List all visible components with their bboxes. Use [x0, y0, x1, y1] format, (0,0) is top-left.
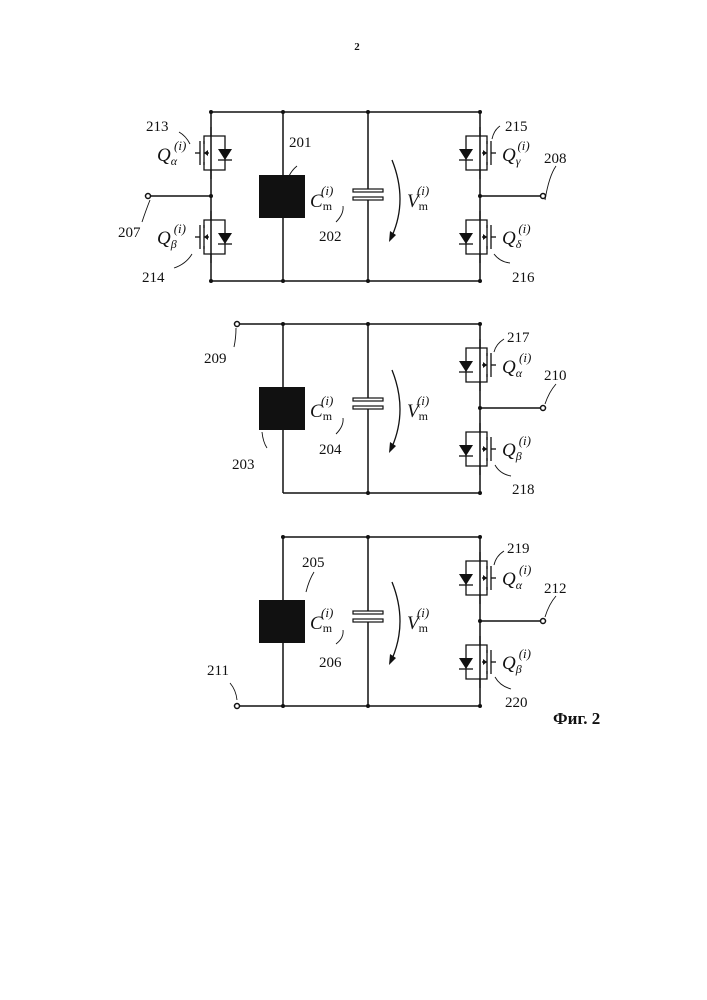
voltage-arrow	[392, 582, 400, 659]
label-q-beta: Qβ(i)	[502, 646, 531, 676]
label-v-m: Vm(i)	[407, 605, 429, 635]
ref-201: 201	[289, 135, 312, 151]
label-c-m: Cm(i)	[310, 393, 333, 423]
terminal-208	[541, 194, 546, 199]
ref-209: 209	[204, 351, 227, 367]
terminal-210	[541, 406, 546, 411]
ref-202: 202	[319, 229, 342, 245]
switch-220	[459, 636, 496, 688]
ref-214: 214	[142, 270, 165, 286]
label-q-alpha: Qα(i)	[502, 350, 531, 380]
label-q-alpha: Qα(i)	[502, 562, 531, 592]
capacitor-202	[353, 189, 383, 192]
voltage-arrow	[392, 160, 400, 236]
switch-219	[459, 552, 496, 604]
terminal-211	[235, 704, 240, 709]
leader-lines	[142, 126, 556, 700]
label-c-m: Cm(i)	[310, 605, 333, 635]
capacitor-204	[353, 398, 383, 401]
label-q-beta: Qβ(i)	[157, 221, 186, 251]
label-v-m: Vm(i)	[407, 393, 429, 423]
switch-218	[459, 423, 496, 475]
reference-labels: 213 207 214 201 202 215 208 216 209 203 …	[118, 119, 567, 711]
switch-213	[195, 127, 232, 179]
ref-211: 211	[207, 663, 229, 679]
voltage-arrow	[392, 370, 400, 447]
label-q-alpha: Qα(i)	[157, 138, 186, 168]
ref-215: 215	[505, 119, 528, 135]
ref-212: 212	[544, 581, 567, 597]
ref-204: 204	[319, 442, 342, 458]
ref-210: 210	[544, 368, 567, 384]
switch-215	[459, 127, 496, 179]
ref-205: 205	[302, 555, 325, 571]
ref-206: 206	[319, 655, 342, 671]
label-v-m: Vm(i)	[407, 183, 429, 213]
module-block-203	[259, 387, 305, 430]
label-q-delta: Qδ(i)	[502, 221, 531, 251]
ref-218: 218	[512, 482, 535, 498]
circuit-half-bridge-top	[235, 322, 546, 496]
switch-216	[459, 211, 496, 263]
terminal-209	[235, 322, 240, 327]
capacitor-206	[353, 611, 383, 614]
switch-217	[459, 339, 496, 391]
switch-214	[195, 211, 232, 263]
figure-caption: Фиг. 2	[553, 709, 600, 729]
label-q-beta: Qβ(i)	[502, 433, 531, 463]
label-c-m: Cm(i)	[310, 183, 333, 213]
ref-213: 213	[146, 119, 169, 135]
terminal-207	[146, 194, 151, 199]
ref-207: 207	[118, 225, 141, 241]
ref-219: 219	[507, 541, 530, 557]
ref-220: 220	[505, 695, 528, 711]
label-q-gamma: Qγ(i)	[502, 138, 530, 168]
module-block-205	[259, 600, 305, 643]
ref-203: 203	[232, 457, 255, 473]
ref-208: 208	[544, 151, 567, 167]
ref-217: 217	[507, 330, 530, 346]
ref-216: 216	[512, 270, 535, 286]
terminal-212	[541, 619, 546, 624]
module-block-201	[259, 175, 305, 218]
